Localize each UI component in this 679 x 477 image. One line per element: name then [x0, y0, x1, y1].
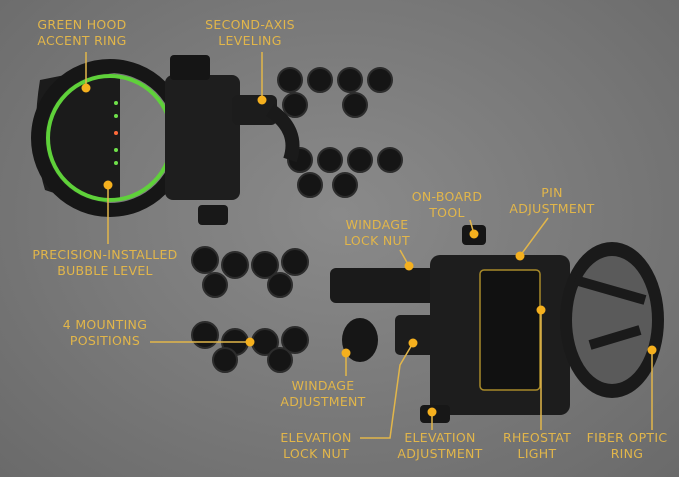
callout-line: WINDAGE: [291, 378, 355, 393]
callout-line: LOCK NUT: [344, 233, 410, 248]
callout-line: LEVELING: [218, 33, 282, 48]
callout-line: PRECISION-INSTALLED: [32, 247, 178, 262]
callout-line: LOCK NUT: [283, 446, 349, 461]
callout-line: ELEVATION: [404, 430, 476, 445]
callout-line: ELEVATION: [280, 430, 352, 445]
callout-line: BUBBLE LEVEL: [57, 263, 153, 278]
callout-lines: [85, 52, 653, 439]
callout-line: ADJUSTMENT: [280, 394, 366, 409]
callout-line: TOOL: [429, 205, 465, 220]
callout-line: ACCENT RING: [37, 33, 127, 48]
callout-line: ADJUSTMENT: [397, 446, 483, 461]
callout-line: ON-BOARD: [411, 189, 483, 204]
callout-line: WINDAGE: [345, 217, 409, 232]
callout-line: RHEOSTAT: [502, 430, 572, 445]
callout-line: SECOND-AXIS: [205, 17, 295, 32]
callout-line: RING: [610, 446, 644, 461]
bottom-sight-image: [191, 225, 664, 423]
top-sight-image: [31, 55, 403, 225]
callout-line: LIGHT: [517, 446, 557, 461]
callout-line: POSITIONS: [69, 333, 141, 348]
callout-line: PIN: [541, 185, 563, 200]
callout-line: GREEN HOOD: [37, 17, 127, 32]
callout-line: 4 MOUNTING: [62, 317, 148, 332]
callout-line: FIBER OPTIC: [586, 430, 668, 445]
callout-line: ADJUSTMENT: [509, 201, 595, 216]
callout-dots: [81, 83, 657, 417]
